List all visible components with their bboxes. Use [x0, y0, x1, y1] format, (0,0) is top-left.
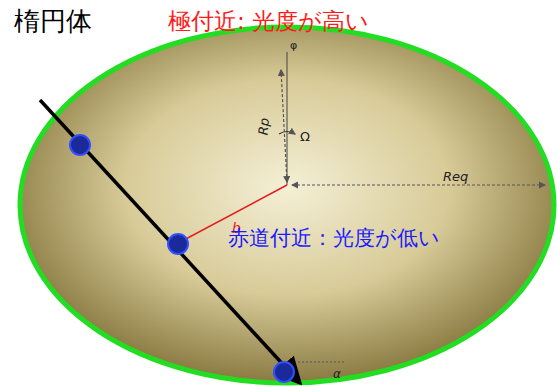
req-label: Req	[443, 170, 468, 183]
pole-note: 極付近: 光度が高い	[168, 10, 369, 33]
rp-label: Rp	[256, 117, 270, 135]
alpha-label: α	[333, 368, 341, 380]
equator-note: 赤道付近：光度が低い	[228, 228, 440, 249]
polar-radius-line	[281, 70, 287, 182]
alpha-reference-line	[298, 362, 345, 363]
planet	[168, 234, 188, 254]
phi-label: φ	[290, 40, 297, 51]
omega-label: Ω	[300, 130, 310, 143]
equatorial-radius-line	[292, 184, 545, 185]
planet	[274, 362, 294, 382]
rotation-arrow	[279, 132, 295, 135]
title: 楕円体	[14, 8, 92, 34]
planet	[70, 135, 90, 155]
ellipse-outline	[20, 27, 554, 383]
